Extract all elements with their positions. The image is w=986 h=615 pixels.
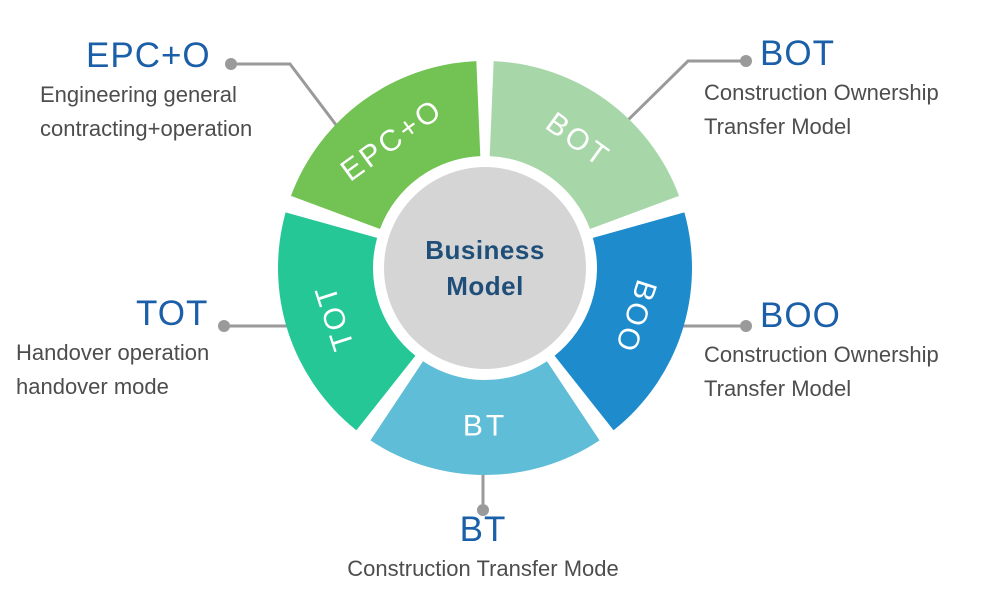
center-label-line1: Business (425, 235, 545, 265)
bot-connector-dot (740, 55, 752, 67)
callout-bot: BOT Construction Ownership Transfer Mode… (704, 32, 939, 144)
bt-connector-dot (477, 504, 489, 516)
segment-epco (290, 61, 481, 229)
callout-bt-desc-line1: Construction Transfer Mode (347, 556, 619, 581)
callout-epco-desc-line2: contracting+operation (40, 116, 253, 141)
callout-bot-desc-line1: Construction Ownership (704, 80, 939, 105)
callout-epco-desc-line1: Engineering general (40, 82, 237, 107)
epco-connector-dot (225, 58, 237, 70)
center-label-line2: Model (446, 271, 524, 301)
boo-connector-dot (740, 320, 752, 332)
callout-boo: BOO Construction Ownership Transfer Mode… (704, 294, 939, 406)
callout-boo-desc-line2: Transfer Model (704, 376, 852, 401)
center-circle (384, 167, 586, 369)
callout-epco: EPC+O Engineering general contracting+op… (40, 34, 252, 146)
connector-lines (218, 55, 752, 516)
callout-bt-title: BT (459, 510, 507, 549)
callout-tot-title: TOT (136, 294, 209, 333)
callout-tot-desc-line2: handover mode (16, 374, 169, 399)
segment-label-bt: BT (463, 410, 507, 443)
callout-bt: BT Construction Transfer Mode (293, 508, 673, 586)
epco-connector-line (233, 62, 357, 151)
tot-connector-dot (218, 320, 230, 332)
callout-boo-title: BOO (760, 296, 841, 335)
segment-boo (554, 212, 692, 431)
callout-bot-desc-line2: Transfer Model (704, 114, 852, 139)
segment-bot (489, 61, 680, 229)
callout-boo-desc-line1: Construction Ownership (704, 342, 939, 367)
callout-tot: TOT Handover operation handover mode (16, 292, 209, 404)
callout-tot-desc-line1: Handover operation (16, 340, 210, 365)
segment-bt (370, 361, 600, 475)
callout-epco-title: EPC+O (86, 36, 211, 75)
callout-bot-title: BOT (760, 34, 835, 73)
bot-connector-line (622, 59, 744, 126)
segment-tot (278, 212, 416, 431)
center-label: Business Model (425, 232, 545, 304)
